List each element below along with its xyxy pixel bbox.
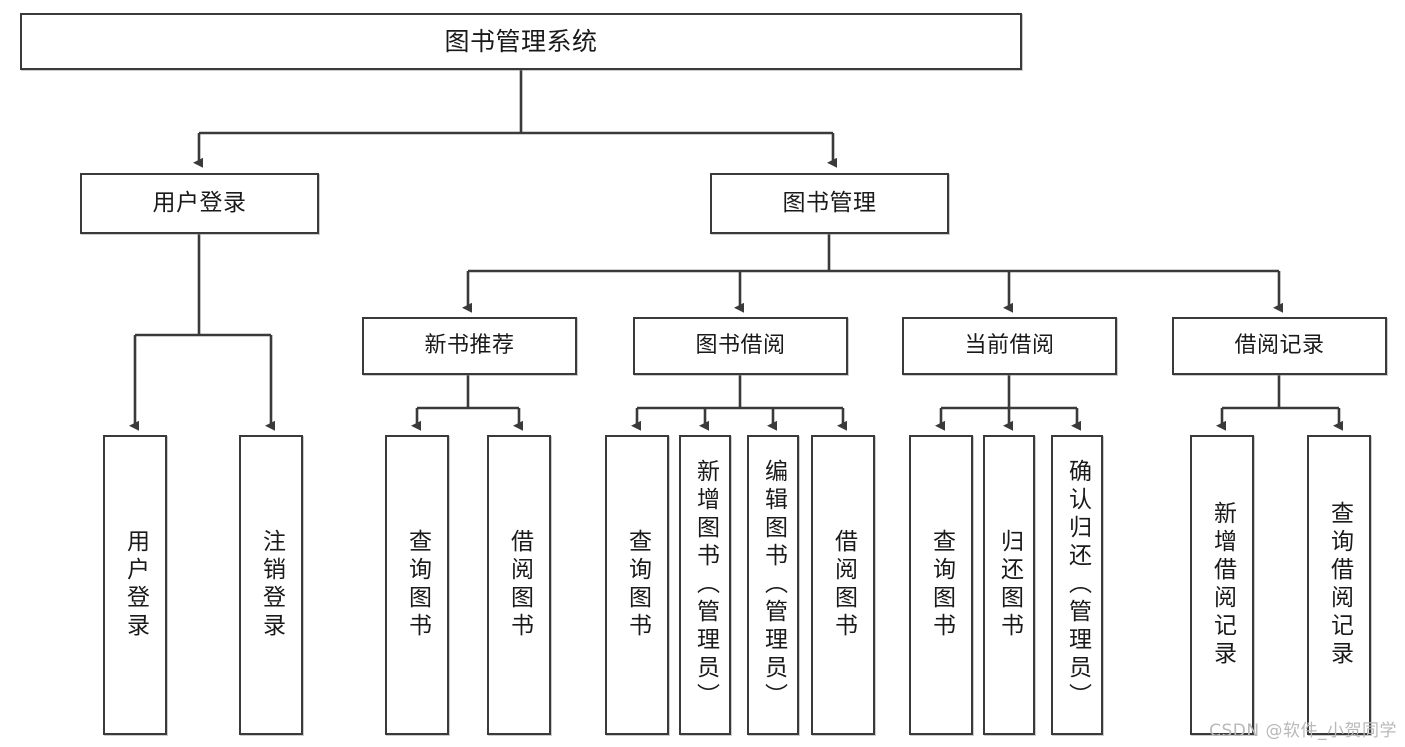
node-leaf-add-borrow-record[interactable]: 新增借阅记录 (1190, 435, 1254, 735)
node-label: 用户登录 (122, 529, 149, 641)
node-leaf-borrow-book[interactable]: 借阅图书 (811, 435, 875, 735)
node-label: 新增图书（管理员） (692, 459, 719, 711)
node-label: 查询图书 (624, 529, 651, 641)
node-leaf-query-book-borrow[interactable]: 查询图书 (605, 435, 669, 735)
node-label: 借阅记录 (1234, 333, 1325, 359)
node-label: 新增借阅记录 (1209, 501, 1236, 669)
node-leaf-edit-book-admin[interactable]: 编辑图书（管理员） (747, 435, 799, 735)
node-label: 注销登录 (258, 529, 285, 641)
node-leaf-borrow-book-recommend[interactable]: 借阅图书 (487, 435, 551, 735)
node-label: 借阅图书 (506, 529, 533, 641)
node-new-book-recommend[interactable]: 新书推荐 (362, 317, 577, 375)
node-book-management[interactable]: 图书管理 (710, 173, 949, 234)
node-label: 查询图书 (404, 529, 431, 641)
watermark: CSDN @软件_小贺同学 (1209, 721, 1397, 741)
node-label: 新书推荐 (424, 333, 515, 359)
node-root-system[interactable]: 图书管理系统 (20, 13, 1022, 70)
node-label: 确认归还（管理员） (1064, 459, 1091, 711)
node-leaf-add-book-admin[interactable]: 新增图书（管理员） (679, 435, 731, 735)
node-label: 图书管理 (782, 189, 877, 216)
node-label: 查询借阅记录 (1326, 501, 1353, 669)
node-book-borrow[interactable]: 图书借阅 (633, 317, 848, 375)
node-label: 编辑图书（管理员） (760, 459, 787, 711)
node-leaf-logout[interactable]: 注销登录 (239, 435, 303, 735)
node-label: 借阅图书 (830, 529, 857, 641)
node-label: 图书管理系统 (444, 26, 598, 56)
node-leaf-query-book-recommend[interactable]: 查询图书 (385, 435, 449, 735)
node-label: 图书借阅 (695, 333, 786, 359)
node-leaf-confirm-return-admin[interactable]: 确认归还（管理员） (1051, 435, 1103, 735)
node-current-borrow[interactable]: 当前借阅 (902, 317, 1117, 375)
node-label: 归还图书 (996, 529, 1023, 641)
node-leaf-query-book-current[interactable]: 查询图书 (909, 435, 973, 735)
node-borrow-record[interactable]: 借阅记录 (1172, 317, 1387, 375)
node-label: 查询图书 (928, 529, 955, 641)
node-leaf-user-login[interactable]: 用户登录 (103, 435, 167, 735)
node-user-login[interactable]: 用户登录 (80, 173, 319, 234)
node-leaf-query-borrow-record[interactable]: 查询借阅记录 (1307, 435, 1371, 735)
node-leaf-return-book[interactable]: 归还图书 (983, 435, 1035, 735)
node-label: 当前借阅 (964, 333, 1055, 359)
node-label: 用户登录 (152, 189, 247, 216)
